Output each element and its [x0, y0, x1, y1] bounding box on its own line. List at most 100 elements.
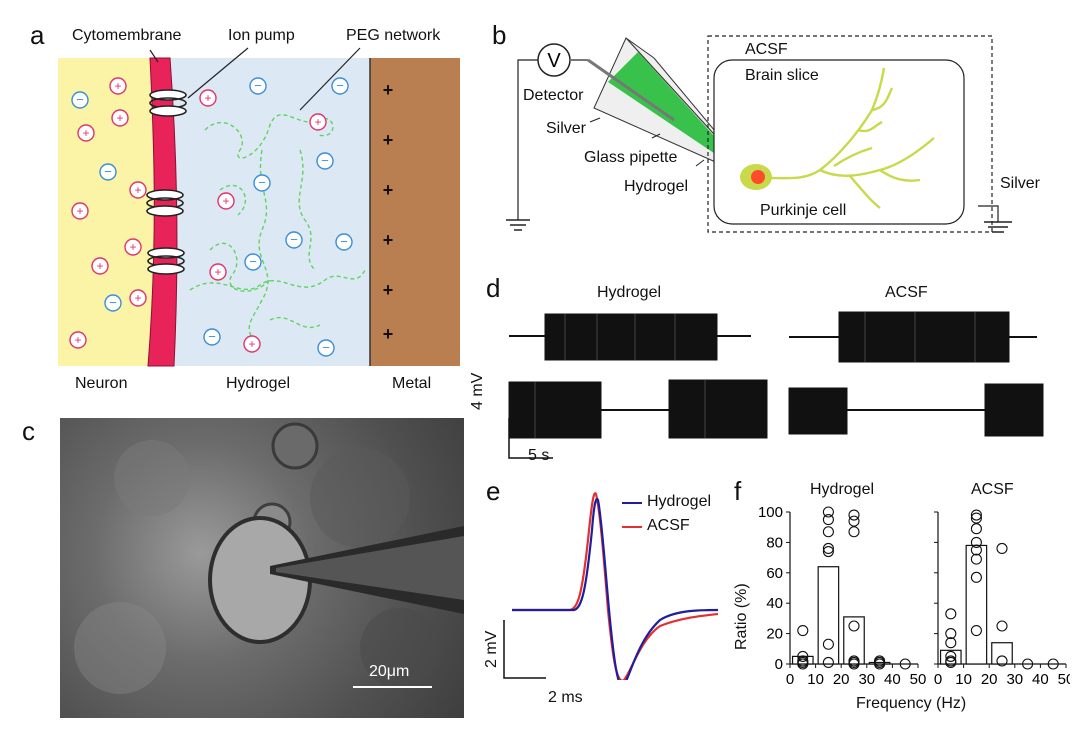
cations	[69, 77, 327, 353]
svg-text:+: +	[314, 115, 321, 129]
trace-title-hydrogel: Hydrogel	[597, 284, 662, 301]
point-0-4-0	[899, 658, 911, 670]
point-1-0-1	[945, 628, 957, 640]
point-1-1-0	[970, 509, 982, 521]
point-0-1-2	[822, 526, 834, 538]
voltmeter-symbol: V	[547, 50, 561, 72]
point-0-2-6	[848, 658, 860, 670]
point-0-2-1	[848, 515, 860, 527]
x-tick-label-0-2: 20	[833, 671, 850, 688]
svg-text:−: −	[340, 234, 348, 249]
point-0-1-3	[822, 542, 834, 555]
svg-text:+: +	[383, 324, 394, 344]
point-1-1-3	[970, 536, 982, 548]
point-1-1-6	[970, 571, 982, 583]
chart-group-title-0: Hydrogel	[810, 481, 875, 498]
svg-text:−: −	[290, 232, 298, 247]
svg-text:+: +	[116, 111, 123, 125]
scale-e-time: 2 ms	[548, 689, 583, 706]
point-0-2-0	[848, 509, 860, 521]
panel-a-letter: a	[30, 20, 45, 50]
scale-bar	[353, 686, 432, 688]
legend-hydrogel: Hydrogel	[647, 493, 712, 510]
chart-y-label: Ratio (%)	[733, 583, 750, 650]
point-0-2-3	[848, 620, 860, 632]
y-tick-label-0: 0	[775, 656, 783, 673]
ion-pump-label: Ion pump	[228, 27, 295, 44]
scale-d-voltage: 4 mV	[469, 372, 486, 410]
acsf-bursts-row2	[788, 387, 848, 435]
svg-text:−: −	[322, 340, 330, 355]
legend-acsf: ACSF	[647, 517, 690, 534]
point-1-1-5	[970, 553, 982, 565]
acsf-burst	[838, 311, 1010, 363]
anions	[71, 77, 353, 357]
peg-network	[189, 114, 366, 346]
svg-text:−: −	[258, 175, 266, 190]
point-1-1-1	[970, 512, 982, 524]
bar-0-2	[843, 616, 865, 665]
svg-text:−: −	[109, 295, 117, 310]
svg-text:−: −	[254, 78, 262, 93]
point-0-3-2	[874, 658, 886, 670]
panel-b-letter: b	[492, 20, 507, 50]
x-tick-label-0-4: 40	[884, 671, 901, 688]
point-0-1-5	[822, 638, 834, 650]
svg-text:+: +	[383, 230, 394, 250]
hydrogel-bursts-row2	[508, 381, 602, 439]
point-1-1-4	[970, 544, 982, 556]
silver-right-label: Silver	[1000, 175, 1041, 192]
svg-text:+: +	[76, 204, 83, 218]
panel-b-diagram: V	[506, 35, 1012, 233]
panel-f-chart: 0204060801000102030405001020304050	[758, 504, 1070, 688]
x-tick-label-1-4: 40	[1032, 671, 1049, 688]
x-tick-label-0-5: 50	[910, 671, 927, 688]
legend-swatch-acsf	[622, 526, 642, 528]
purkinje-dendrites	[767, 67, 935, 209]
point-1-2-1	[996, 620, 1008, 632]
trace-title-acsf: ACSF	[885, 284, 928, 301]
detector-label: Detector	[523, 87, 584, 104]
svg-text:+: +	[383, 130, 394, 150]
panel-e-letter: e	[486, 476, 501, 506]
svg-text:+: +	[214, 265, 221, 279]
svg-text:+: +	[134, 183, 141, 197]
point-1-0-5	[945, 656, 957, 669]
micrograph: 20μm	[60, 418, 464, 718]
svg-text:+: +	[222, 194, 229, 208]
acsf-boundary	[707, 35, 993, 233]
chart-group-title-1: ACSF	[971, 481, 1014, 498]
point-1-2-2	[996, 655, 1008, 667]
panel-a-diagram: ++++ ++++ ++++ ++ −−−− −−−− −−−− +++ +++	[58, 47, 460, 367]
bar-1-2	[991, 642, 1013, 665]
point-1-1-7	[970, 625, 982, 637]
acsf-label: ACSF	[745, 41, 788, 58]
point-0-1-0	[822, 506, 834, 518]
point-1-0-0	[945, 608, 957, 620]
point-1-0-3	[945, 650, 957, 662]
bar-0-3	[868, 661, 891, 665]
y-tick-label-2: 40	[766, 595, 783, 612]
y-tick-label-3: 60	[766, 565, 783, 582]
svg-text:+: +	[204, 91, 211, 105]
metal-label: Metal	[392, 375, 432, 392]
point-0-0-0	[797, 625, 809, 637]
svg-text:+: +	[82, 126, 89, 140]
glass-pipette-label: Glass pipette	[584, 149, 678, 166]
chart-x-label: Frequency (Hz)	[856, 695, 967, 712]
purkinje-nucleus	[751, 170, 765, 184]
svg-text:+: +	[383, 180, 394, 200]
hydrogel-pipette-label: Hydrogel	[624, 178, 689, 195]
svg-text:+: +	[74, 333, 81, 347]
point-0-0-4	[797, 655, 809, 667]
hydrogel-region-label: Hydrogel	[226, 375, 291, 392]
bar-0-1	[817, 566, 840, 665]
point-1-0-2	[945, 637, 957, 649]
svg-text:+: +	[129, 240, 136, 254]
svg-text:−: −	[249, 254, 257, 269]
scale-d-time: 5 s	[528, 447, 550, 464]
brain-slice	[713, 59, 965, 225]
panel-c-letter: c	[22, 416, 35, 446]
x-tick-label-1-0: 0	[934, 671, 942, 688]
x-tick-label-1-3: 30	[1006, 671, 1023, 688]
